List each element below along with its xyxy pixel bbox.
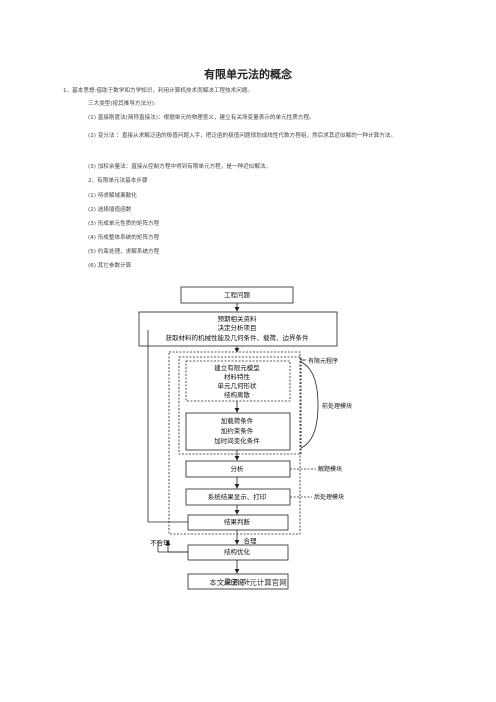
- text-load-1: 加载荷条件: [221, 416, 254, 425]
- text-judge: 结果判断: [224, 517, 251, 526]
- page-title: 有限单元法的概念: [204, 68, 292, 81]
- text-line-11: (5) 约束处理，求解系统方程: [88, 249, 160, 255]
- text-line-8: (2) 选择插值函数: [88, 207, 132, 213]
- text-line-3: (1) 直接刚度法(简称直接法)：根据单元的物理意义，建立有关场变量表示的单元性…: [88, 115, 315, 121]
- text-pass: 合理: [244, 536, 258, 545]
- text-line-7: (1) 待求解域离散化: [88, 193, 137, 199]
- box-preparation: [138, 311, 338, 347]
- text-line-1: 1、基本思想:借助于数学和力学知识，利用计算机技术而解决工程技术问题。: [63, 88, 254, 94]
- text-fail: 不合理: [150, 538, 170, 547]
- text-line-6: 2、有限单元法基本步骤: [88, 178, 148, 184]
- box-load: [185, 412, 291, 451]
- box-optimize: [187, 544, 289, 561]
- text-line-2: 三大类型(按其推导方法分):: [88, 101, 156, 107]
- pre-processing-group: [178, 356, 302, 455]
- text-line-12: (6) 其它参数计算: [88, 263, 132, 269]
- box-judge: [187, 514, 289, 531]
- text-results: 系统结果显示、打印: [208, 492, 267, 501]
- text-line-9: (3) 形成单元性质的矩阵方程: [88, 221, 160, 227]
- text-line-10: (4) 形成整体系统的矩阵方程: [88, 235, 160, 241]
- text-prep-2: 决定分析项目: [218, 323, 257, 332]
- text-analysis: 分析: [231, 464, 245, 473]
- text-prep-1: 预期相关资料: [218, 314, 258, 323]
- fem-program-frame: [168, 351, 301, 535]
- label-fem-program: 有限元程序: [308, 357, 338, 365]
- label-post-module: 后处理模块: [314, 493, 344, 501]
- text-prep-3: 获取材料的机械性能及几何条件、载荷、边界条件: [166, 333, 310, 342]
- text-optimize: 结构优化: [224, 547, 251, 556]
- label-pre-module: 前处理模块: [322, 402, 352, 410]
- box-model: [185, 360, 291, 402]
- text-line-4: (2) 变分法 ：直接从求解泛函的极值问题入手，把泛函的极值问题规划成线性代数方…: [88, 133, 396, 139]
- footer-source: 本文来源于:元计算官网: [209, 578, 287, 587]
- text-model-2: 材料特性: [224, 372, 251, 381]
- text-model-3: 单元几何形状: [218, 381, 258, 390]
- label-solver-module: 解题模块: [318, 465, 342, 473]
- box-final: [187, 573, 289, 590]
- text-model-4: 结构离散: [224, 390, 251, 399]
- text-load-3: 加时间变化条件: [214, 436, 260, 445]
- text-final: 最佳设计: [224, 577, 251, 586]
- text-line-5: (3) 加权余量法：直接从控制方程中得到有限单元方程，是一种近似解法。: [88, 164, 272, 170]
- text-load-2: 加约束条件: [221, 426, 254, 435]
- text-engineering-problem: 工程问题: [224, 290, 251, 299]
- text-model-1: 建立有限元模型: [214, 363, 260, 372]
